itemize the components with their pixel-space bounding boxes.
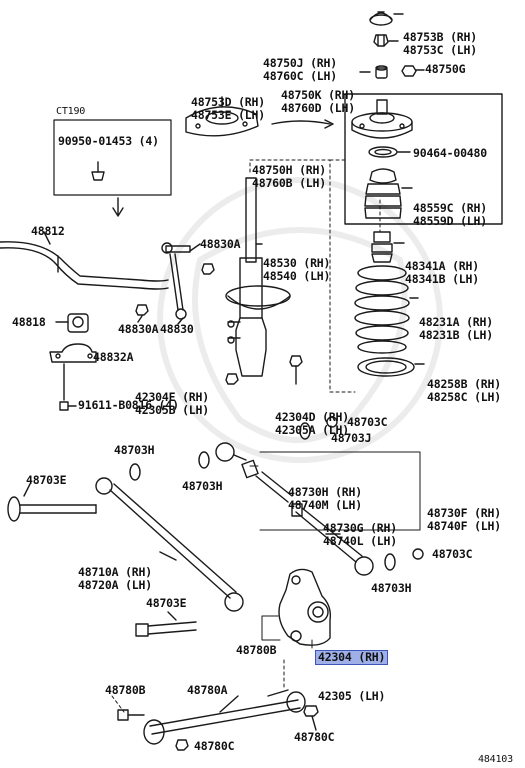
label-48703c-bot: 48703C: [432, 547, 473, 561]
shock-absorber-48530: [225, 177, 291, 377]
bolt-48703e-bottom: [135, 621, 197, 637]
spring-insulator-48258b: [357, 357, 415, 377]
washer-48703h-left: [129, 463, 141, 481]
clip-90950: [91, 161, 105, 181]
label-48730g: 48730G (RH)48740L (LH): [323, 521, 397, 548]
label-48780c-left: 48780C: [194, 739, 235, 753]
label-48830a-top: 48830A: [200, 237, 241, 251]
label-91611: 91611-B0816 (4): [78, 398, 179, 412]
bolt-48780b-left: [117, 709, 145, 721]
label-48780c-right: 48780C: [294, 730, 335, 744]
bolt-48703e-left: [7, 496, 97, 522]
diagram-number: 484103: [478, 754, 513, 765]
label-90464: 90464-00480: [413, 146, 487, 160]
label-48530: 48530 (RH)48540 (LH): [263, 256, 331, 283]
label-48703e-left: 48703E: [26, 473, 67, 487]
label-48750h: 48750H (RH)48760B (LH): [252, 163, 326, 190]
label-48710a: 48710A (RH)48720A (LH): [78, 565, 152, 592]
lower-link-48780a: [143, 689, 306, 745]
upper-arm-48730h: [215, 442, 293, 503]
label-42304d: 42304D (RH)42305A (LH): [275, 410, 349, 437]
label-48730h: 48730H (RH)48740M (LH): [288, 485, 362, 512]
nut-48780c-right: [303, 705, 319, 717]
label-48258b: 48258B (RH)48258C (LH): [427, 377, 501, 404]
label-48830a-mid: 48830A: [118, 322, 159, 336]
label-48703j: 48703J: [331, 431, 372, 445]
label-42304e: 42304E (RH)42305B (LH): [135, 390, 209, 417]
washer-48703h-mid: [198, 451, 210, 469]
label-48703c-top: 48703C: [347, 415, 388, 429]
label-48703h-bot: 48703H: [371, 581, 412, 595]
label-48750j: 48750J (RH)48760C (LH): [263, 56, 337, 83]
inset-code: CT190: [56, 106, 86, 117]
washer-48703h-bot: [384, 553, 396, 571]
bolt-91611: [59, 401, 77, 411]
label-48703e-bot: 48703E: [146, 596, 187, 610]
nut-48750j: [373, 34, 389, 47]
stabilizer-bushing-48818: [67, 313, 89, 333]
label-48753d: 48753D (RH)48753E (LH): [191, 95, 265, 122]
label-48753b: 48753B (RH)48753C (LH): [403, 30, 477, 57]
label-48830: 48830: [160, 322, 194, 336]
nut-48780c-left: [175, 739, 189, 751]
label-48750g: 48750G: [425, 62, 466, 76]
label-42304-group[interactable]: 42304 (RH) 42305 (LH): [314, 650, 389, 703]
stabilizer-bar-48812: [0, 241, 169, 290]
carrier-42304: [278, 568, 332, 646]
bushing-bracket-48832a: [49, 343, 97, 363]
seat-90464: [368, 146, 398, 158]
label-48812: 48812: [31, 224, 65, 238]
label-48559c: 48559C (RH)48559D (LH): [413, 201, 487, 228]
label-48780a: 48780A: [187, 683, 228, 697]
bolt-42304e: [225, 373, 239, 385]
label-48818: 48818: [12, 315, 46, 329]
label-48780b-top: 48780B: [236, 643, 277, 657]
dust-boot-48559c: [364, 168, 402, 219]
coil-spring-48231a: [354, 265, 410, 354]
washer-48703j: [326, 416, 338, 428]
watermark-logo: [157, 177, 443, 463]
label-48231a: 48231A (RH)48231B (LH): [419, 315, 493, 342]
lower-arm-48730g: [291, 503, 374, 576]
washer-48703c-bot: [412, 548, 424, 560]
label-90950: 90950-01453 (4): [58, 134, 159, 148]
stabilizer-link-48830: [161, 242, 191, 320]
upper-support-48753d: [185, 106, 259, 137]
label-48703h-mid: 48703H: [182, 479, 223, 493]
collar-48750k: [375, 65, 388, 79]
label-48703h-left: 48703H: [114, 443, 155, 457]
bump-stopper-48341a: [371, 231, 393, 263]
lateral-arm-48710a: [95, 477, 244, 612]
washer-48703c: [299, 422, 311, 440]
label-48750k: 48750K (RH)48760D (LH): [281, 88, 355, 115]
nut-48750g: [401, 65, 417, 77]
bolt-42304d: [289, 355, 303, 367]
label-42304-highlighted[interactable]: 42304 (RH): [314, 650, 389, 665]
label-48832a: 48832A: [93, 350, 134, 364]
bound-stopper-cap: [369, 11, 393, 26]
label-48730f: 48730F (RH)48740F (LH): [427, 506, 501, 533]
strut-mount-48750h: [351, 99, 413, 139]
label-48341a: 48341A (RH)48341B (LH): [405, 259, 479, 286]
label-48780b-left: 48780B: [105, 683, 146, 697]
